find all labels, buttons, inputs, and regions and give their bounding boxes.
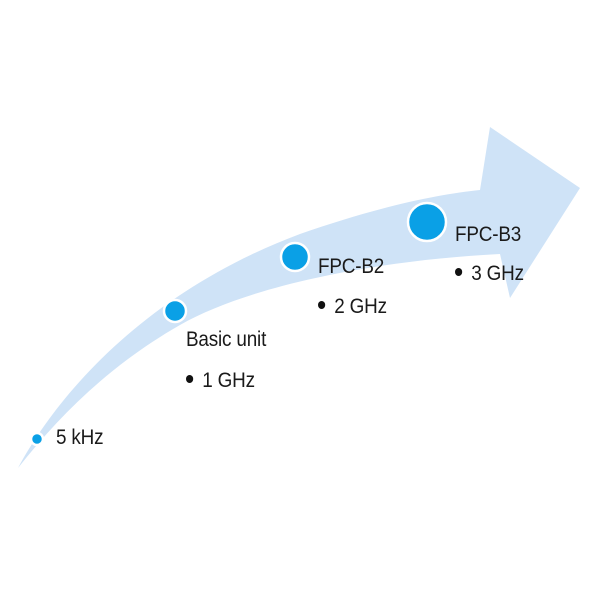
arrow-body [18, 127, 580, 468]
bullet-icon [455, 268, 463, 277]
stage-spec-row-fpc-b2: 2 GHz [318, 295, 387, 319]
stage-label-5khz: 5 kHz [56, 426, 104, 449]
stage-dot-fpc-b3 [406, 201, 448, 243]
stage-dot-5khz [29, 431, 45, 447]
stage-spec-row-fpc-b3: 3 GHz [455, 262, 524, 286]
bullet-icon [318, 301, 326, 310]
stage-name-basic-unit: Basic unit [186, 328, 267, 351]
stage-name-fpc-b2: FPC-B2 [318, 255, 385, 278]
stage-spec-fpc-b3: 3 GHz [471, 262, 524, 285]
stage-name-fpc-b3: FPC-B3 [455, 223, 522, 246]
stage-dot-basic-unit [162, 298, 188, 324]
stage-spec-fpc-b2: 2 GHz [334, 295, 387, 318]
stage-spec-row-basic-unit: 1 GHz [186, 369, 255, 393]
stage-dot-fpc-b2 [279, 241, 311, 273]
bullet-icon [186, 375, 194, 384]
stage-spec-basic-unit: 1 GHz [202, 369, 255, 392]
